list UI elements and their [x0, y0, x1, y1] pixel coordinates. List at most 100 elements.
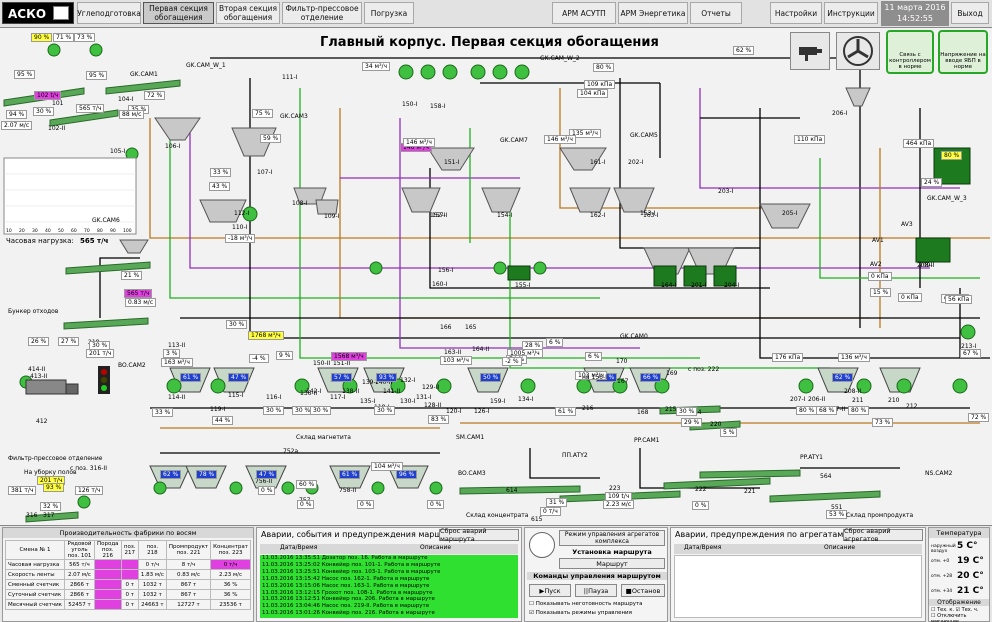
measurement-value[interactable]: 103 м³/ч [440, 356, 472, 365]
measurement-value[interactable]: -18 м³/ч [225, 234, 256, 243]
tab-settings[interactable]: Настройки [770, 2, 822, 24]
measurement-value[interactable]: 135 м³/ч [569, 129, 601, 138]
measurement-value[interactable]: 44 % [212, 416, 234, 425]
display-options[interactable]: ☐ Тех. к. ☑ Тех. ч. ☐ Отключить мигающие [931, 607, 989, 622]
measurement-value[interactable]: 34 м³/ч [362, 62, 391, 71]
event-row[interactable]: 11.03.2016 13:25:51 Конвейер поз. 103-1.… [262, 568, 441, 575]
measurement-value[interactable]: 0 % [297, 500, 315, 509]
aggregate-alarms-list[interactable] [674, 555, 922, 618]
measurement-value[interactable]: 30 % [33, 107, 55, 116]
measurement-value[interactable]: 61 % [339, 470, 361, 479]
event-row[interactable]: 11.03.2016 13:04:46 Насос поз. 219-II. Р… [262, 603, 430, 610]
measurement-value[interactable]: 103 м³/ч [575, 371, 607, 380]
tab-arm-energy[interactable]: АРМ Энергетика [618, 2, 688, 24]
measurement-value[interactable]: 565 т/ч [124, 289, 153, 298]
measurement-value[interactable]: 0 % [692, 501, 710, 510]
route-select-button[interactable]: Маршрут [559, 558, 665, 569]
measurement-value[interactable]: 0.83 м/с [125, 298, 157, 307]
measurement-value[interactable]: 57 % [331, 373, 353, 382]
measurement-value[interactable]: 27 % [58, 337, 80, 346]
measurement-value[interactable]: 80 % [848, 406, 870, 415]
measurement-value[interactable]: 33 % [210, 168, 232, 177]
event-row[interactable]: 11.03.2016 13:35:51 Дозатор поз. 16. Раб… [262, 555, 428, 561]
measurement-value[interactable]: 68 % [816, 406, 838, 415]
measurement-value[interactable]: 381 т/ч [8, 486, 37, 495]
route-mode-icon[interactable] [529, 532, 555, 558]
measurement-value[interactable]: 96 % [396, 470, 418, 479]
measurement-value[interactable]: 146 м³/ч [544, 135, 576, 144]
checkbox-control-modes[interactable]: ☑ Показывать режимы управления [529, 610, 632, 616]
camera-icon[interactable] [790, 32, 830, 70]
measurement-value[interactable]: 47 % [228, 373, 250, 382]
measurement-value[interactable]: 30 % [226, 320, 248, 329]
measurement-value[interactable]: 72 % [968, 413, 990, 422]
measurement-value[interactable]: 5 % [720, 428, 738, 437]
measurement-value[interactable]: 29 % [681, 418, 703, 427]
measurement-value[interactable]: 93 % [376, 373, 398, 382]
reset-aggregate-alarms-button[interactable]: Сброс аварий агрегатов [843, 527, 923, 543]
measurement-value[interactable]: 72 % [144, 91, 166, 100]
measurement-value[interactable]: 0 % [357, 500, 375, 509]
measurement-value[interactable]: 50 % [480, 373, 502, 382]
measurement-value[interactable]: 61 % [555, 407, 577, 416]
event-row[interactable]: 11.03.2016 13:12:51 Конвейер поз. 206. Р… [262, 596, 435, 603]
start-button[interactable]: ▶ Пуск [529, 584, 571, 597]
measurement-value[interactable]: 2.07 м/с [1, 121, 33, 130]
measurement-value[interactable]: 60 % [296, 480, 318, 489]
measurement-value[interactable]: 71 % [53, 33, 75, 42]
measurement-value[interactable]: 62 % [160, 470, 182, 479]
measurement-value[interactable]: -2 % [502, 357, 522, 366]
measurement-value[interactable]: 110 кПа [794, 135, 826, 144]
measurement-value[interactable]: 0 кПа [898, 293, 922, 302]
measurement-value[interactable]: 43 % [209, 182, 231, 191]
tab-first-section[interactable]: Первая секция обогащения [143, 2, 214, 24]
measurement-value[interactable]: 102 t/ч [34, 91, 62, 100]
stop-button[interactable]: ■ Останов [621, 584, 665, 597]
measurement-value[interactable]: 62 % [832, 373, 854, 382]
measurement-value[interactable]: 6 % [546, 338, 564, 347]
checkbox-route-readiness[interactable]: ☐ Показывать неготовность маршрута [529, 601, 643, 607]
measurement-value[interactable]: 464 кПа [903, 139, 935, 148]
measurement-value[interactable]: 104 кПа [577, 89, 609, 98]
measurement-value[interactable]: 30 % [374, 406, 396, 415]
measurement-value[interactable]: 73 % [74, 33, 96, 42]
event-row[interactable]: 11.03.2016 13:25:02 Конвейер поз. 101-1.… [262, 561, 441, 568]
measurement-value[interactable]: 83 % [428, 415, 450, 424]
measurement-value[interactable]: 95 % [86, 71, 108, 80]
measurement-value[interactable]: 565 т/ч [76, 104, 105, 113]
measurement-value[interactable]: 94 % [6, 110, 28, 119]
measurement-value[interactable]: 21 % [121, 271, 143, 280]
tab-instructions[interactable]: Инструкции [824, 2, 878, 24]
events-list[interactable]: 11.03.2016 13:35:51 Дозатор поз. 16. Раб… [260, 555, 518, 618]
measurement-value[interactable]: 201 т/ч [86, 349, 115, 358]
measurement-value[interactable]: 109 кПа [584, 80, 616, 89]
measurement-value[interactable]: 0 кПа [868, 272, 892, 281]
mode-button[interactable]: Режим управления агрегатов комплекса [559, 530, 665, 546]
measurement-value[interactable]: 163 м³/ч [161, 358, 193, 367]
measurement-value[interactable]: 126 т/ч [75, 486, 104, 495]
pause-button[interactable]: || Пауза [575, 584, 617, 597]
measurement-value[interactable]: 6 % [585, 352, 603, 361]
measurement-value[interactable]: 15 % [870, 288, 892, 297]
measurement-value[interactable]: 59 % [260, 134, 282, 143]
measurement-value[interactable]: 30 % [89, 341, 111, 350]
event-row[interactable]: 11.03.2016 13:01:26 Конвейер поз. 216. Р… [262, 610, 435, 617]
tab-coal-prep[interactable]: Углеподготовка [77, 2, 141, 24]
measurement-value[interactable]: 24 % [921, 178, 943, 187]
measurement-value[interactable]: 2.23 м/с [603, 500, 635, 509]
measurement-value[interactable]: 1568 м³/ч [331, 352, 367, 361]
measurement-value[interactable]: 56 кПа [945, 295, 973, 304]
exit-button[interactable]: Выход [951, 2, 989, 24]
controller-link-status[interactable]: Связь с контроллером в норме [886, 30, 934, 74]
measurement-value[interactable]: 0 % [427, 500, 445, 509]
measurement-value[interactable]: 66 % [640, 373, 662, 382]
measurement-value[interactable]: 67 % [960, 349, 982, 358]
measurement-value[interactable]: 53 % [826, 510, 848, 519]
measurement-value[interactable]: 73 % [872, 418, 894, 427]
event-row[interactable]: 11.03.2016 13:15:06 Насос поз. 163-1. Ра… [262, 582, 430, 589]
measurement-value[interactable]: 78 % [196, 470, 218, 479]
tab-reports[interactable]: Отчеты [690, 2, 742, 24]
measurement-value[interactable]: 80 % [796, 406, 818, 415]
measurement-value[interactable]: 0 % [258, 486, 276, 495]
measurement-value[interactable]: 104 м³/ч [371, 462, 403, 471]
